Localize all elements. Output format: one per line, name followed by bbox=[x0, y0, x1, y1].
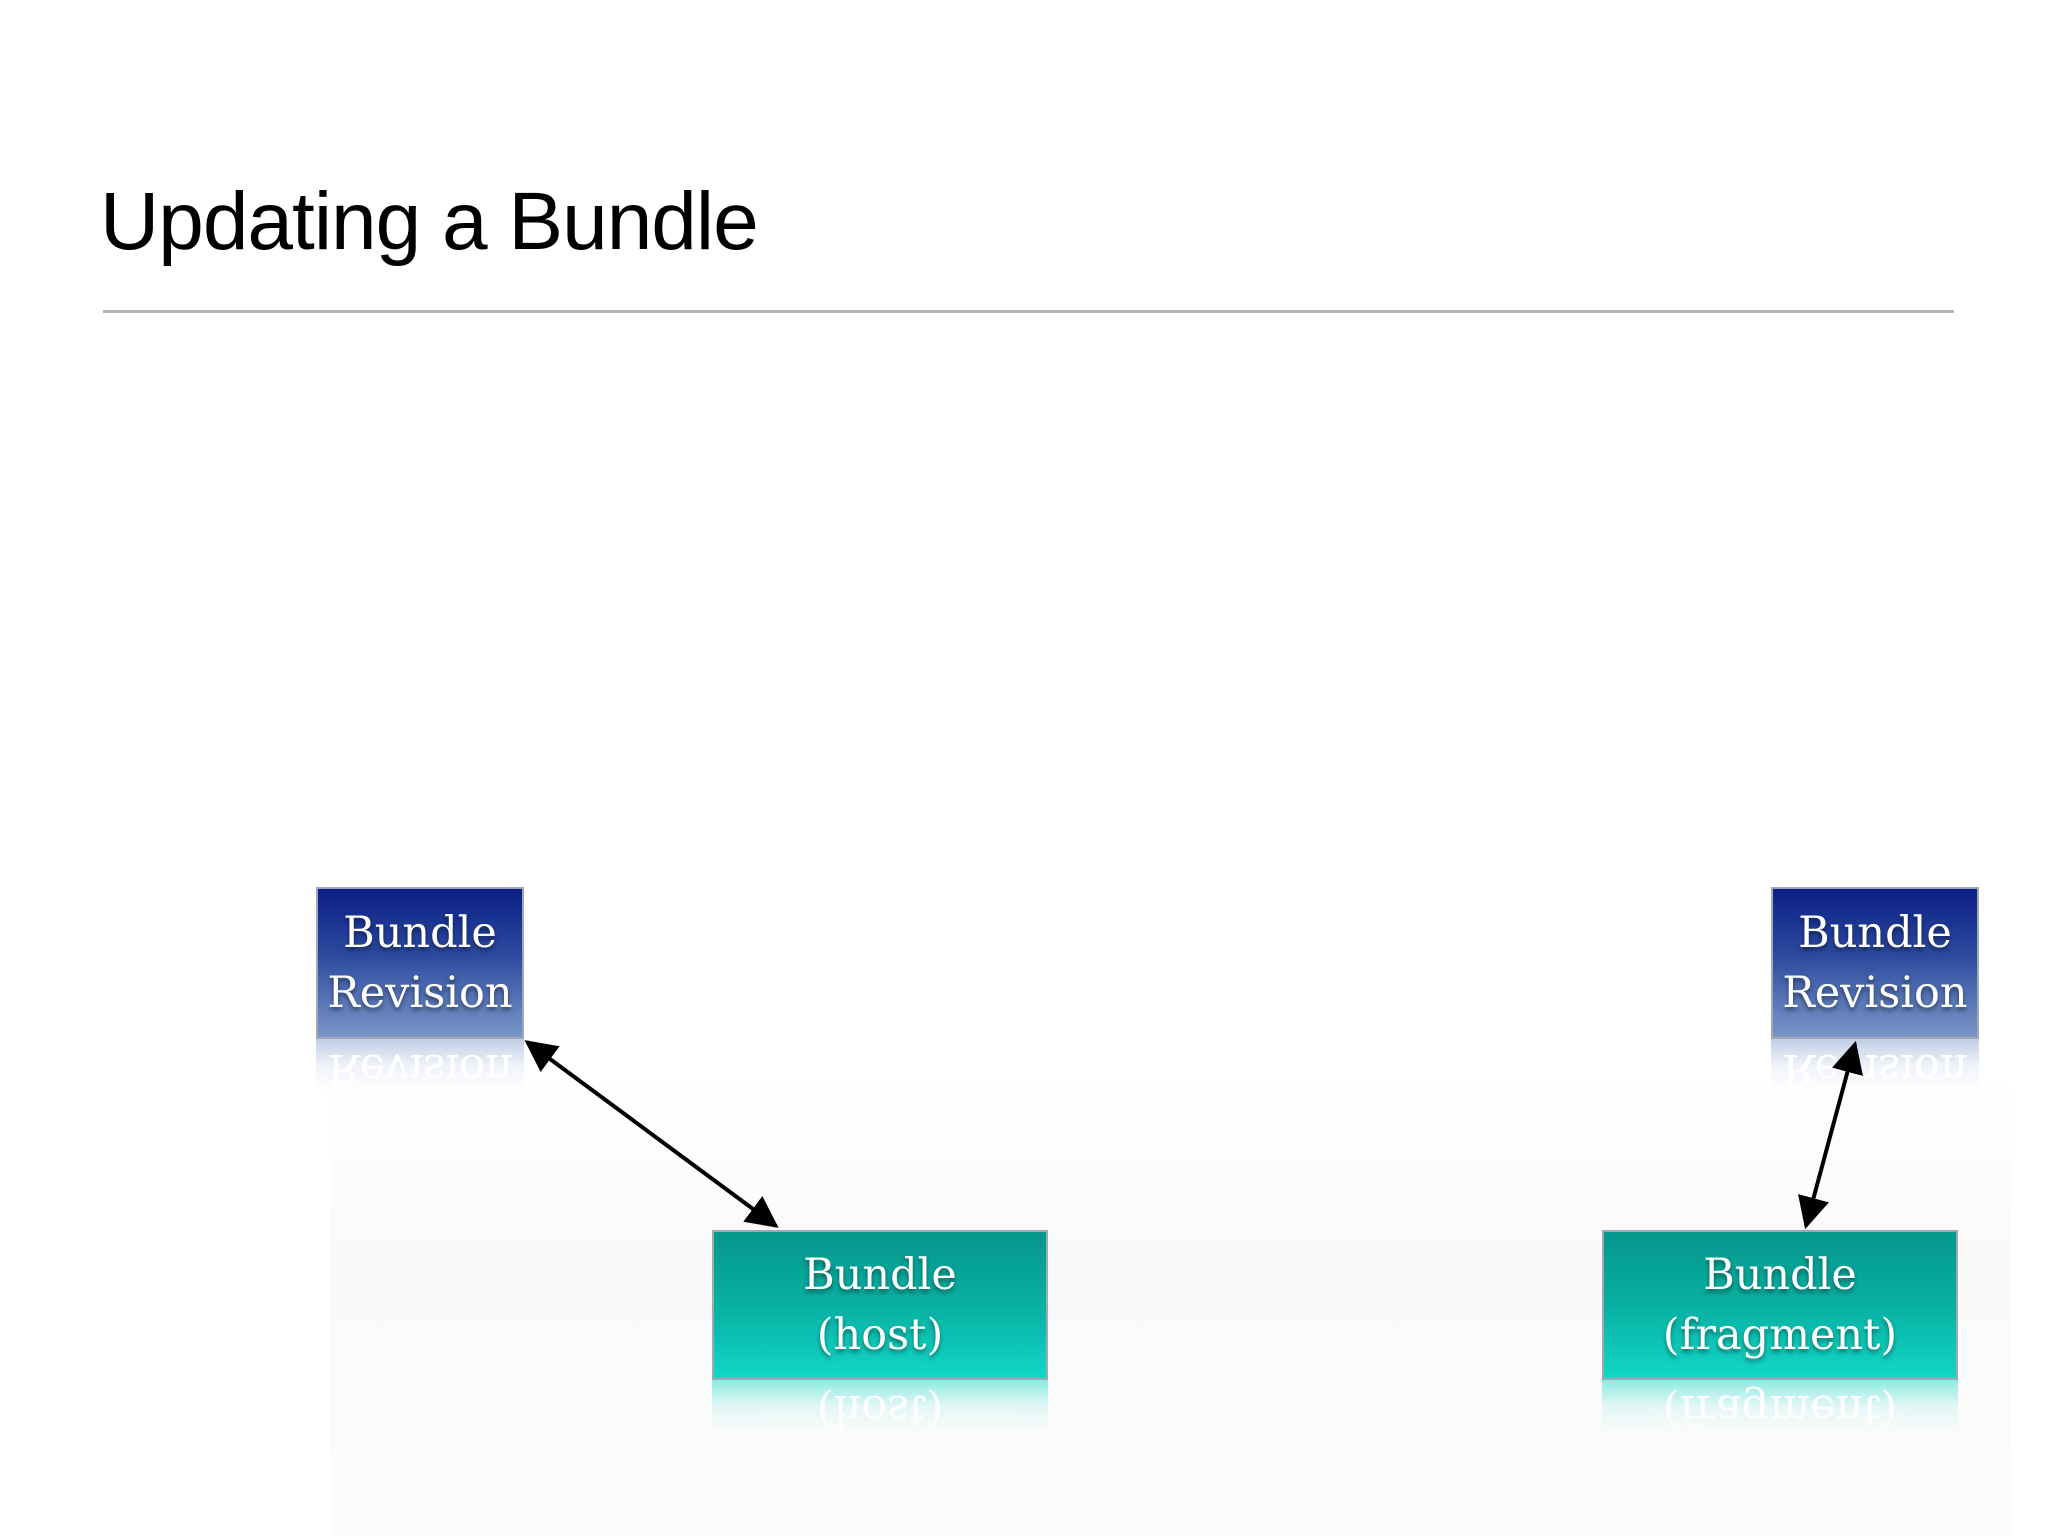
right-revision-line2: Revision bbox=[1782, 968, 1968, 1018]
fragment-bundle-box: Bundle (fragment) bbox=[1602, 1230, 1958, 1380]
host-bundle-line1: Bundle bbox=[803, 1250, 957, 1300]
fragment-revision-arrow bbox=[1798, 1040, 1863, 1230]
left-revision-line2: Revision bbox=[327, 968, 513, 1018]
right-bundle-revision-box: Bundle Revision bbox=[1771, 887, 1979, 1039]
slide-title: Updating a Bundle bbox=[100, 176, 759, 267]
right-revision-line1: Bundle bbox=[1798, 908, 1952, 958]
host-bundle-box: Bundle (host) bbox=[712, 1230, 1048, 1380]
host-revision-arrow bbox=[524, 1040, 779, 1228]
fragment-bundle-line1: Bundle bbox=[1703, 1250, 1857, 1300]
title-divider bbox=[103, 310, 1954, 313]
fragment-bundle-line2: (fragment) bbox=[1662, 1310, 1898, 1360]
left-bundle-revision-box: Bundle Revision bbox=[316, 887, 524, 1039]
host-bundle-line2: (host) bbox=[816, 1310, 944, 1360]
left-revision-line1: Bundle bbox=[343, 908, 497, 958]
